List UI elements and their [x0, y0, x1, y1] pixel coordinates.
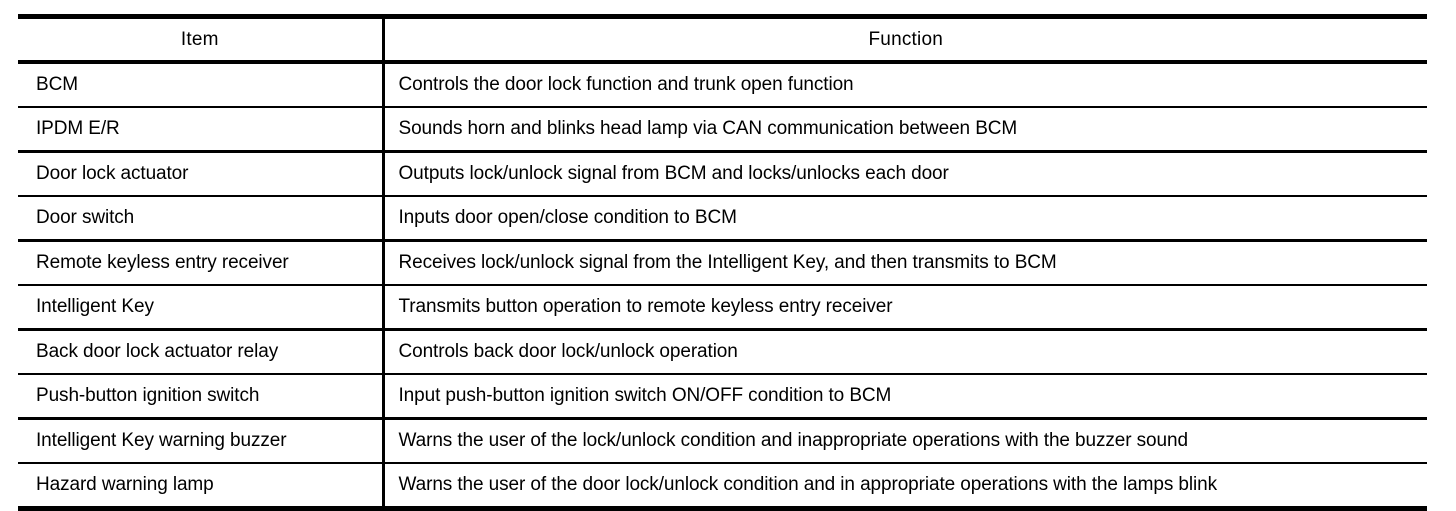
row-function-label: Transmits button operation to remote key…: [398, 296, 893, 317]
row-item-cell: Door lock actuator: [18, 151, 385, 197]
column-header-function-label: Function: [868, 28, 943, 50]
row-item-cell: Back door lock actuator relay: [18, 329, 385, 375]
row-item-label: BCM: [36, 74, 78, 95]
row-item-label: IPDM E/R: [36, 118, 120, 139]
row-item-label: Door switch: [36, 207, 135, 228]
row-item-cell: Intelligent Key warning buzzer: [18, 418, 385, 464]
table-body: BCM Controls the door lock function and …: [18, 62, 1427, 511]
row-item-cell: Hazard warning lamp: [18, 463, 385, 511]
table-row: Door switch Inputs door open/close condi…: [18, 196, 1427, 242]
table-header: Item Function: [18, 14, 1427, 64]
row-item-label: Remote keyless entry receiver: [36, 252, 289, 273]
row-item-label: Intelligent Key: [36, 296, 154, 317]
column-header-item-label: Item: [180, 28, 219, 50]
table-row: Remote keyless entry receiver Receives l…: [18, 240, 1427, 286]
row-function-cell: Warns the user of the lock/unlock condit…: [383, 418, 1427, 464]
row-function-cell: Controls the door lock function and trun…: [383, 62, 1427, 108]
row-item-label: Back door lock actuator relay: [36, 341, 279, 362]
row-function-cell: Outputs lock/unlock signal from BCM and …: [383, 151, 1427, 197]
table-row: BCM Controls the door lock function and …: [18, 62, 1427, 108]
page-canvas: Item Function BCM Controls the door lock…: [18, 14, 1427, 511]
row-item-cell: Intelligent Key: [18, 285, 385, 331]
row-function-label: Outputs lock/unlock signal from BCM and …: [398, 163, 949, 184]
row-item-label: Hazard warning lamp: [36, 474, 214, 495]
table-row: Back door lock actuator relay Controls b…: [18, 329, 1427, 375]
row-item-cell: Remote keyless entry receiver: [18, 240, 385, 286]
row-function-cell: Controls back door lock/unlock operation: [383, 329, 1427, 375]
row-item-cell: BCM: [18, 62, 385, 108]
row-function-label: Warns the user of the lock/unlock condit…: [398, 430, 1189, 451]
component-function-table: Item Function BCM Controls the door lock…: [18, 14, 1427, 511]
row-item-cell: Push-button ignition switch: [18, 374, 385, 420]
row-item-cell: Door switch: [18, 196, 385, 242]
row-function-label: Warns the user of the door lock/unlock c…: [398, 474, 1218, 495]
row-function-label: Sounds horn and blinks head lamp via CAN…: [398, 118, 1018, 139]
row-function-label: Controls the door lock function and trun…: [398, 74, 854, 95]
row-function-cell: Transmits button operation to remote key…: [383, 285, 1427, 331]
row-function-cell: Inputs door open/close condition to BCM: [383, 196, 1427, 242]
column-header-function: Function: [383, 14, 1427, 64]
row-function-label: Input push-button ignition switch ON/OFF…: [398, 385, 892, 406]
row-item-label: Door lock actuator: [36, 163, 189, 184]
row-item-label: Intelligent Key warning buzzer: [36, 430, 287, 451]
row-function-label: Inputs door open/close condition to BCM: [398, 207, 737, 228]
table-row: Hazard warning lamp Warns the user of th…: [18, 463, 1427, 511]
table-row: Intelligent Key Transmits button operati…: [18, 285, 1427, 331]
table-row: Push-button ignition switch Input push-b…: [18, 374, 1427, 420]
row-function-cell: Sounds horn and blinks head lamp via CAN…: [383, 107, 1427, 153]
row-item-cell: IPDM E/R: [18, 107, 385, 153]
row-item-label: Push-button ignition switch: [36, 385, 260, 406]
table-row: IPDM E/R Sounds horn and blinks head lam…: [18, 107, 1427, 153]
row-function-cell: Warns the user of the door lock/unlock c…: [383, 463, 1427, 511]
table-row: Door lock actuator Outputs lock/unlock s…: [18, 151, 1427, 197]
table-header-row: Item Function: [18, 14, 1427, 64]
row-function-label: Receives lock/unlock signal from the Int…: [398, 252, 1057, 273]
table-row: Intelligent Key warning buzzer Warns the…: [18, 418, 1427, 464]
row-function-cell: Receives lock/unlock signal from the Int…: [383, 240, 1427, 286]
row-function-cell: Input push-button ignition switch ON/OFF…: [383, 374, 1427, 420]
column-header-item: Item: [18, 14, 385, 64]
row-function-label: Controls back door lock/unlock operation: [398, 341, 738, 362]
